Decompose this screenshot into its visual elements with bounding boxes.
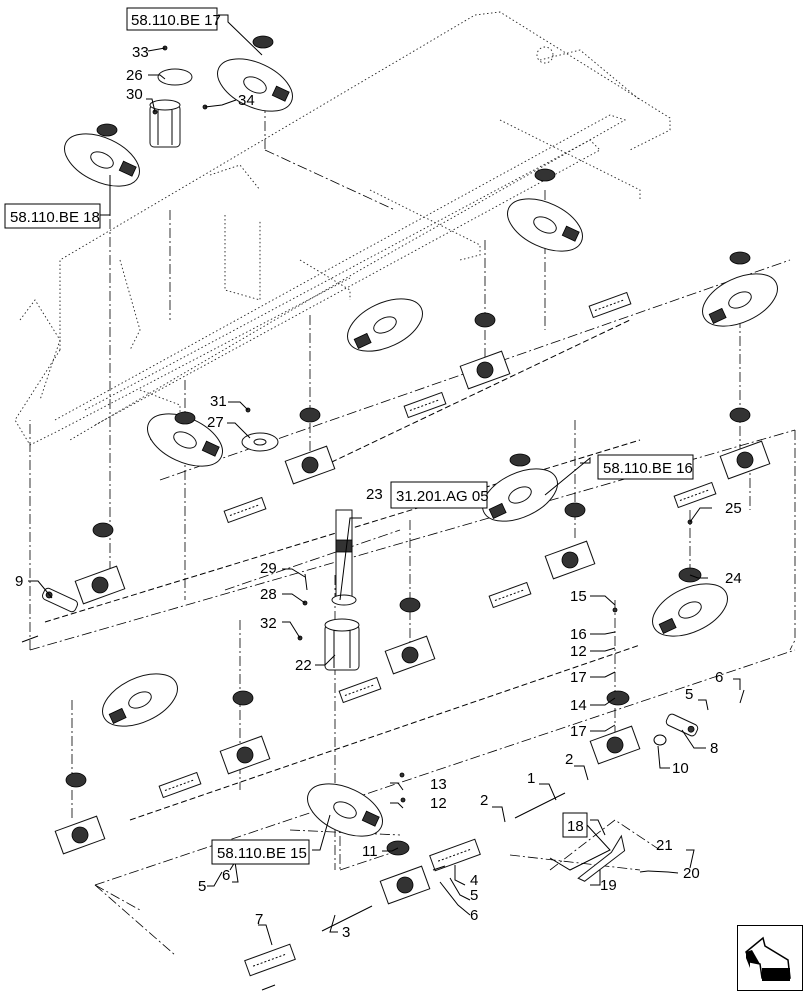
disc-module-left-2 [147,413,223,467]
disc-module-top [217,58,293,112]
disc-module-mid-1 [347,298,423,352]
callout-30: 30 [126,86,143,103]
ref-box-kit-18[interactable]: 18 [562,812,588,838]
callout-28: 28 [260,586,277,603]
callout-2: 2 [565,751,573,768]
callout-6: 6 [222,867,230,884]
callout-5: 5 [198,878,206,895]
callout-9: 9 [15,573,23,590]
callout-3: 3 [342,924,350,941]
ref-box-58-110-be-16[interactable]: 58.110.BE 16 [597,454,694,480]
callout-11: 11 [362,843,378,860]
ref-label: 58.110.BE 18 [10,209,100,226]
coupling-4 [429,838,481,872]
disc-module-right [702,273,778,327]
previous-page-button[interactable] [737,925,803,991]
ring-10 [653,734,667,746]
assembly-centerlines [29,85,796,956]
disc-module-be15 [307,783,383,837]
small-parts [21,45,745,991]
callout-26: 26 [126,67,143,84]
ref-box-58-110-be-17[interactable]: 58.110.BE 17 [126,7,221,31]
callout-7: 7 [255,911,263,928]
cage-22 [324,618,360,671]
disc-module-right-2 [652,583,728,637]
shim-26 [157,68,193,86]
callout-14: 14 [570,697,587,714]
callout-5: 5 [470,887,478,904]
callout-24: 24 [725,570,742,587]
gear-stacks [65,35,751,856]
callout-33: 33 [132,44,149,61]
callout-8: 8 [710,740,718,757]
previous-page-arrow-icon [745,936,791,981]
callout-15: 15 [570,588,587,605]
callout-25: 25 [725,500,742,517]
callout-12: 12 [570,643,587,660]
callout-16: 16 [570,626,587,643]
shaft-3 [321,905,373,932]
bracket-9 [41,587,79,613]
callout-17: 17 [570,669,587,686]
callout-21: 21 [656,837,673,854]
ref-label: 58.110.BE 17 [131,12,221,29]
ref-box-31-201-ag-05[interactable]: 31.201.AG 05 [390,481,489,509]
shaft-1 [514,792,566,819]
callout-5: 5 [685,686,693,703]
plate-27 [241,432,279,452]
ref-label: 58.110.BE 15 [217,845,307,862]
ref-label: 31.201.AG 05 [396,488,489,505]
gear-14 [606,690,630,706]
cage-30 [149,99,181,148]
callout-13: 13 [430,776,447,793]
gear-housings [54,350,771,905]
bracket-8 [665,713,699,737]
ref-label: 58.110.BE 16 [603,460,693,477]
callout-10: 10 [672,760,689,777]
disc-module-be16 [482,468,558,522]
callout-12: 12 [430,795,447,812]
callout-29: 29 [260,560,277,577]
couplings [158,291,717,977]
callout-4: 4 [470,872,478,889]
callout-leaders [28,14,741,946]
callout-31: 31 [210,393,227,410]
ref-box-58-110-be-18[interactable]: 58.110.BE 18 [4,203,101,229]
callout-6: 6 [715,669,723,686]
callout-23: 23 [366,486,383,503]
callout-20: 20 [683,865,700,882]
disc-modules [64,58,778,837]
disc-module-lower-left [102,673,178,727]
callout-1: 1 [527,770,535,787]
disc-module-mid-2 [507,198,583,252]
callout-17: 17 [570,723,587,740]
callout-numbers: 1 2 2 3 4 5 5 5 6 6 6 7 8 9 10 11 12 12 … [15,44,742,941]
ref-box-58-110-be-15[interactable]: 58.110.BE 15 [211,839,310,865]
driveshaft-23 [331,509,357,606]
callout-6: 6 [470,907,478,924]
callout-22: 22 [295,657,312,674]
kit-18-part-19 [577,834,626,882]
callout-34: 34 [238,92,255,109]
disc-module-left [64,133,140,187]
callout-2: 2 [480,792,488,809]
ref-label: 18 [567,818,584,835]
callout-27: 27 [207,414,224,431]
callout-32: 32 [260,615,277,632]
coupling-7 [244,943,296,977]
callout-19: 19 [600,877,617,894]
